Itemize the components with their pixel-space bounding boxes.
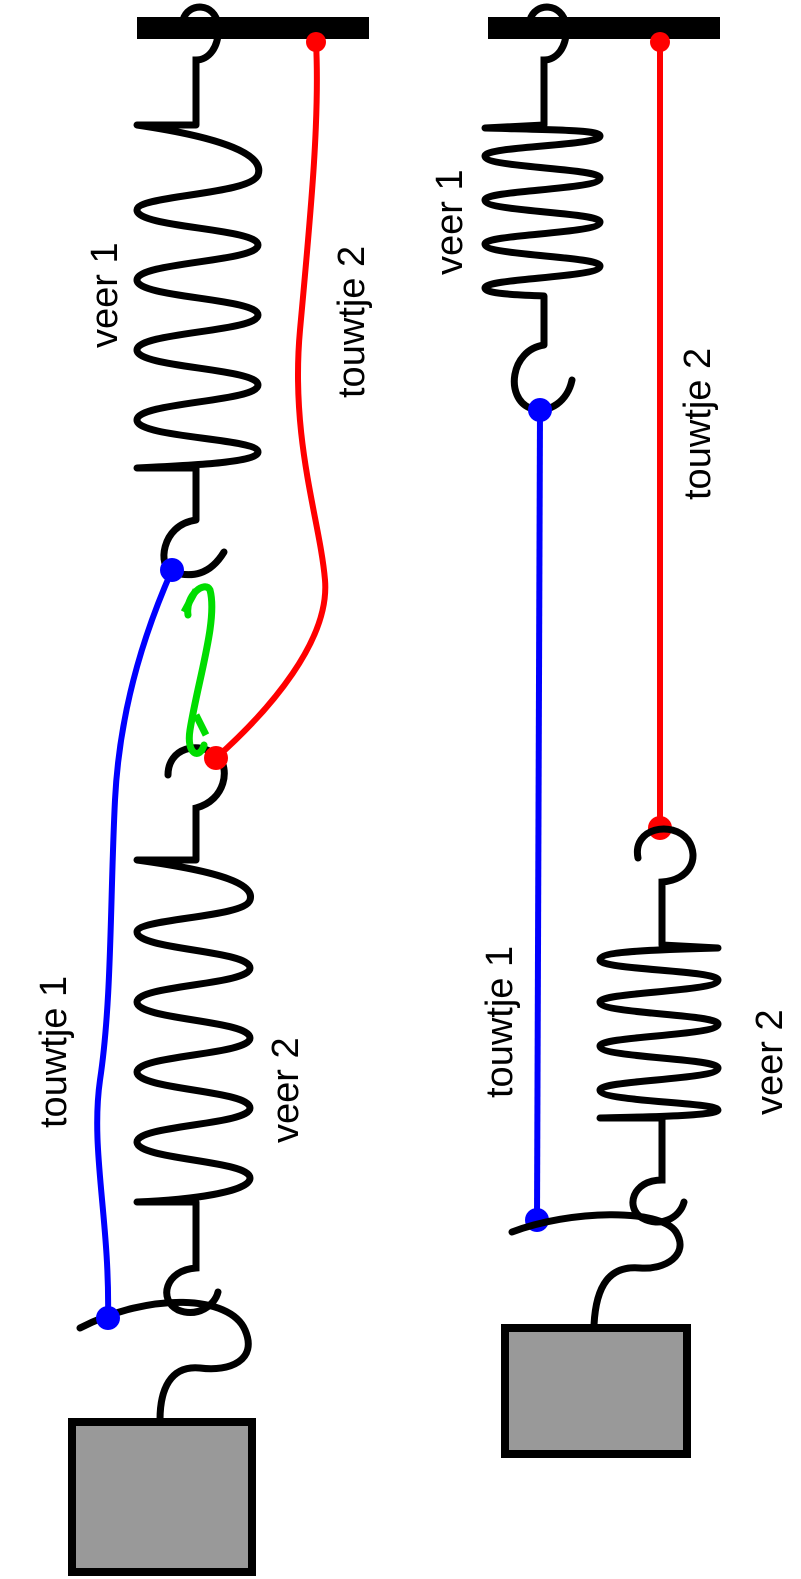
right-touwtje1 <box>534 409 543 1221</box>
left-touwtje1 <box>94 567 175 1321</box>
right-touwtje2-label: touwtje 2 <box>677 348 719 500</box>
right-touwtje1-label: touwtje 1 <box>479 946 521 1098</box>
right-touwtje2-ceiling-dot <box>650 32 670 52</box>
right-veer1-label: veer 1 <box>429 169 471 275</box>
right-mass <box>501 1324 691 1458</box>
left-veer2-label: veer 2 <box>265 1037 307 1143</box>
left-touwtje2-label: touwtje 2 <box>331 246 373 398</box>
left-mass-hanger <box>76 1298 252 1424</box>
left-touwtje2 <box>213 39 329 761</box>
left-touwtje2-end-dot <box>204 746 228 770</box>
left-green-link-end-bottom <box>192 713 210 737</box>
right-ceiling <box>488 17 720 39</box>
left-green-link-end-top <box>180 588 200 614</box>
left-veer1-label: veer 1 <box>84 242 126 348</box>
left-touwtje2-ceiling-dot <box>306 32 326 52</box>
left-ceiling <box>137 17 369 39</box>
left-configuration: veer 1 touwtje 2 touwtje 1 veer 2 <box>33 3 373 1576</box>
right-configuration: veer 1 touwtje 2 touwtje 1 veer 2 <box>429 3 791 1458</box>
left-green-link <box>184 583 216 757</box>
right-mass-hanger <box>508 1211 684 1329</box>
left-top-hook <box>179 3 222 129</box>
right-veer2-top-hook <box>634 825 697 949</box>
right-veer2-label: veer 2 <box>749 1009 791 1115</box>
right-touwtje1-top-dot <box>528 398 552 422</box>
right-top-hook <box>526 3 570 129</box>
left-veer1-spring <box>133 121 263 520</box>
left-mass <box>68 1418 256 1576</box>
left-veer2-spring <box>133 856 254 1250</box>
right-veer1-spring <box>481 121 604 345</box>
left-touwtje1-label: touwtje 1 <box>33 976 75 1128</box>
right-veer2-spring <box>596 941 722 1165</box>
left-touwtje1-top-dot <box>160 558 184 582</box>
left-touwtje1-bottom-dot <box>96 1306 120 1330</box>
